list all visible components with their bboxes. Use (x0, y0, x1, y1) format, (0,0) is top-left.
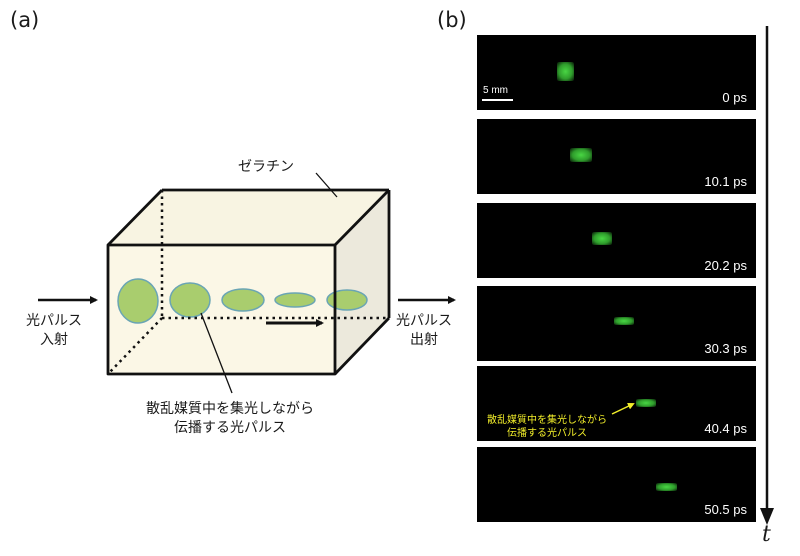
pulse-ellipse-2 (169, 282, 211, 318)
time-axis-arrow (760, 26, 774, 525)
pulse-leader-line (200, 312, 233, 394)
pulse-label: 散乱媒質中を集光しながら 伝播する光パルス (115, 400, 345, 438)
input-label-line1: 光パルス (26, 313, 82, 329)
pulse-spot (614, 317, 634, 325)
annotation-line1: 散乱媒質中を集光しながら (487, 415, 607, 426)
input-label: 光パルス 入射 (20, 312, 88, 350)
scale-label: 5 mm (483, 85, 508, 96)
frame-4: 散乱媒質中を集光しながら 伝播する光パルス 40.4 ps (477, 366, 756, 441)
frame-2: 20.2 ps (477, 203, 756, 278)
output-label: 光パルス 出射 (390, 312, 458, 350)
gelatin-box-diagram (38, 172, 456, 394)
output-label-line1: 光パルス (396, 313, 452, 329)
box-side-face (335, 190, 389, 374)
output-label-line2: 出射 (410, 332, 438, 348)
box-top-face (108, 190, 389, 245)
pulse-ellipse-5 (326, 289, 368, 311)
time-axis-label: t (762, 522, 771, 547)
input-label-line2: 入射 (40, 332, 68, 348)
frame-time: 0 ps (722, 90, 747, 105)
pulse-ellipse-1 (117, 278, 159, 324)
pulse-spot (656, 483, 677, 491)
frame-time: 20.2 ps (704, 258, 747, 273)
frame-time: 50.5 ps (704, 502, 747, 517)
scale-bar (482, 99, 513, 101)
panel-b-label: (b) (437, 8, 467, 32)
pulse-ellipse-3 (221, 288, 265, 312)
frame-5: 50.5 ps (477, 447, 756, 522)
pulse-spot (557, 62, 574, 81)
gelatin-label: ゼラチン (238, 159, 294, 175)
frame-0: 5 mm 0 ps (477, 35, 756, 110)
pulse-spot (570, 148, 592, 162)
pulse-ellipse-4 (274, 292, 316, 308)
pulse-label-line1: 散乱媒質中を集光しながら (146, 401, 314, 417)
pulse-label-line2: 伝播する光パルス (174, 420, 286, 436)
frame-time: 10.1 ps (704, 174, 747, 189)
gelatin-leader-line (315, 172, 338, 198)
pulse-spot (636, 399, 656, 407)
annotation-line2: 伝播する光パルス (507, 428, 587, 439)
frame-time: 40.4 ps (704, 421, 747, 436)
pulse-spot (592, 232, 612, 245)
frame-1: 10.1 ps (477, 119, 756, 194)
annotation-arrow (611, 402, 635, 415)
frame-time: 30.3 ps (704, 341, 747, 356)
frame-annotation: 散乱媒質中を集光しながら 伝播する光パルス (482, 414, 612, 440)
panel-a-label: (a) (10, 8, 40, 32)
frame-3: 30.3 ps (477, 286, 756, 361)
